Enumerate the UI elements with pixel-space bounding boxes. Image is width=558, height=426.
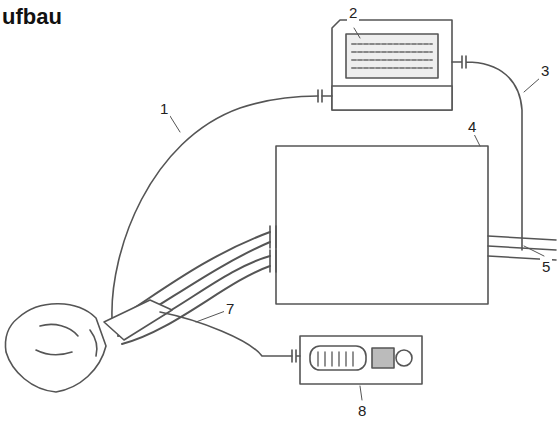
y-piece <box>104 300 172 340</box>
callout-number: 7 <box>224 300 236 317</box>
monitor-screen <box>346 34 438 78</box>
callout-number: 4 <box>466 118 478 135</box>
callout-number: 3 <box>539 62 551 79</box>
exhaust-line <box>452 56 522 250</box>
callout-number: 2 <box>347 4 359 21</box>
diagram-title: ufbau <box>2 6 62 28</box>
outlet-pipe <box>488 236 556 260</box>
monitor-housing <box>332 20 452 110</box>
syringe-pump <box>300 336 422 384</box>
patient-mask <box>6 304 107 392</box>
sample-line <box>112 96 318 318</box>
callout-number: 5 <box>540 258 552 275</box>
main-unit <box>276 146 488 304</box>
callout-number: 8 <box>356 402 368 419</box>
callout-number: 1 <box>158 100 170 117</box>
pump-line <box>160 312 292 356</box>
hose-connector <box>270 226 276 272</box>
